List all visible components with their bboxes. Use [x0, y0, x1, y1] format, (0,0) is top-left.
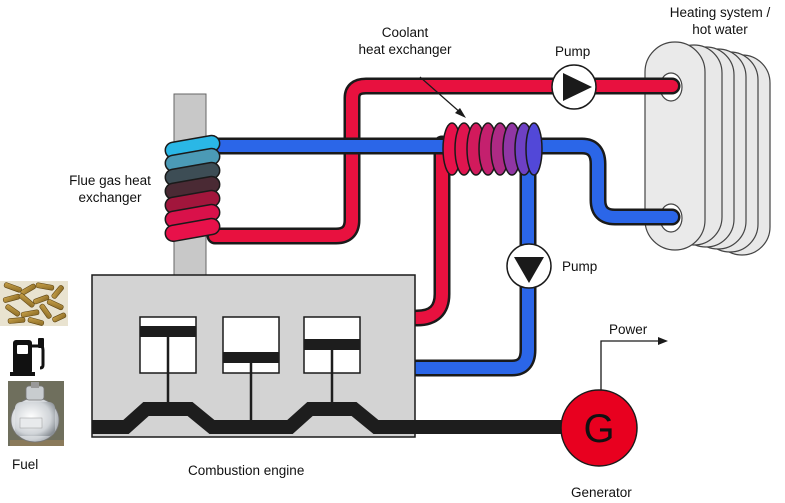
- coolant-leader-arrow: [455, 108, 466, 118]
- coolant-heat-exchanger: [442, 122, 543, 176]
- crankshaft: [92, 402, 580, 434]
- pump-middle-label: Pump: [562, 259, 598, 274]
- coolant-leader-line: [419, 76, 463, 115]
- fuel-pump-icon: [10, 338, 45, 376]
- coolant-heat-exchanger-label: Coolant heat exchanger: [358, 25, 452, 57]
- generator-label: Generator: [571, 485, 632, 500]
- pump-top-label: Pump: [555, 44, 591, 59]
- generator-symbol: G: [583, 407, 614, 451]
- propane-tank-icon: [8, 381, 64, 446]
- power-arrow: [600, 337, 668, 390]
- wood-pellets-icon: [0, 281, 68, 326]
- pump-top: [551, 64, 597, 110]
- combustion-engine-label: Combustion engine: [188, 463, 305, 478]
- heating-radiator: [644, 41, 771, 256]
- heating-system-label: Heating system / hot water: [669, 5, 771, 37]
- flue-gas-heat-exchanger-label: Flue gas heat exchanger: [69, 173, 151, 205]
- fuel-label: Fuel: [12, 457, 39, 472]
- pump-middle: [506, 243, 552, 289]
- generator: [560, 389, 638, 467]
- flue-gas-heat-exchanger: [164, 134, 221, 243]
- power-label: Power: [609, 322, 648, 337]
